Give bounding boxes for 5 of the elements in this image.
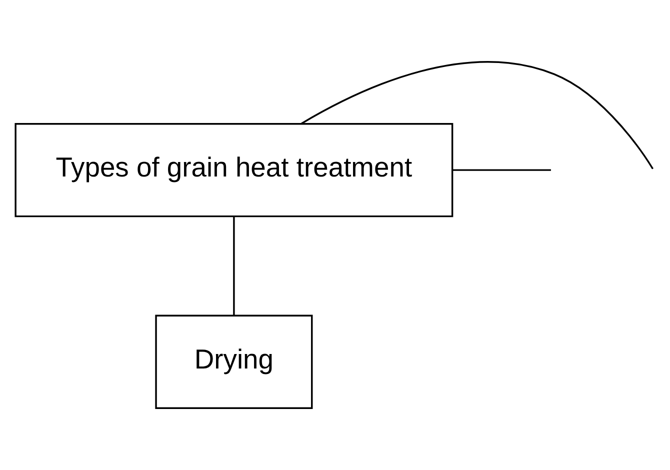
connector bbox=[301, 61, 654, 170]
connector bbox=[452, 169, 551, 171]
node-box: Types of grain heat treatment bbox=[14, 122, 454, 218]
connector bbox=[233, 216, 235, 316]
node-box: Drying bbox=[155, 314, 313, 409]
